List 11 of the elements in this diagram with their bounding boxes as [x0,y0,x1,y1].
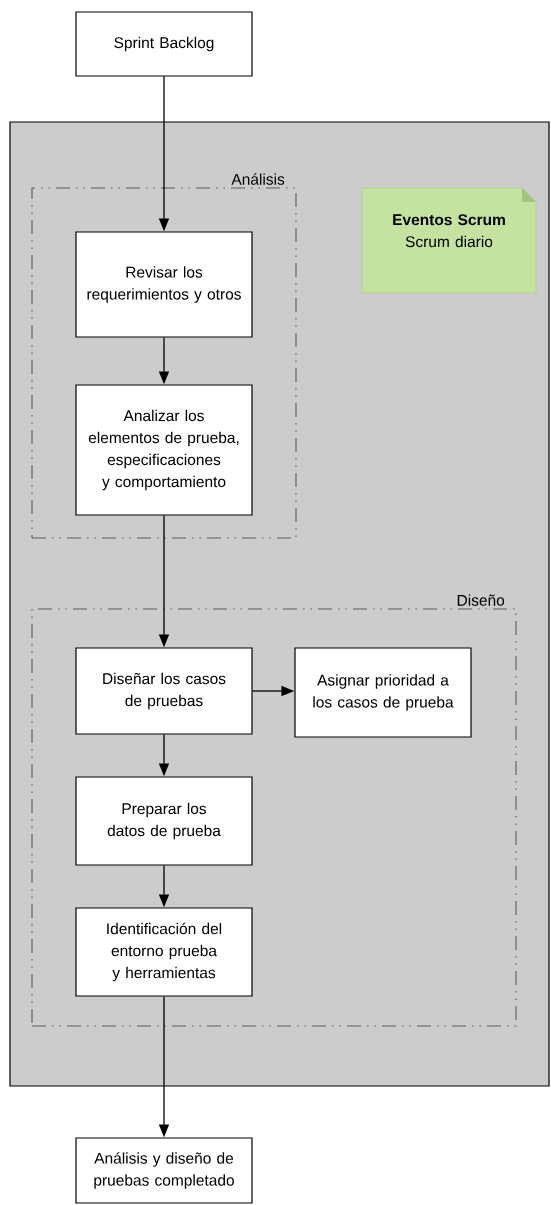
process-box: Identificación del entorno prueba y herramientas [75,907,253,997]
process-box: Preparar los datos de prueba [75,776,253,866]
process-box: Análisis y diseño de pruebas completado [75,1137,253,1204]
group-heading: Análisis [231,173,285,185]
note: Eventos Scrum Scrum diario [361,187,537,294]
process-box: Analizar los elementos de prueba, especificaciones y comportamiento [75,384,253,516]
process-box: Sprint Backlog [75,11,253,77]
process-box: Asignar prioridad a los casos de prueba [294,647,472,738]
process-box: Revisar los requerimientos y otros [75,231,253,338]
group-heading: Diseño [457,594,505,606]
process-box: Diseñar los casos de pruebas [75,647,253,735]
